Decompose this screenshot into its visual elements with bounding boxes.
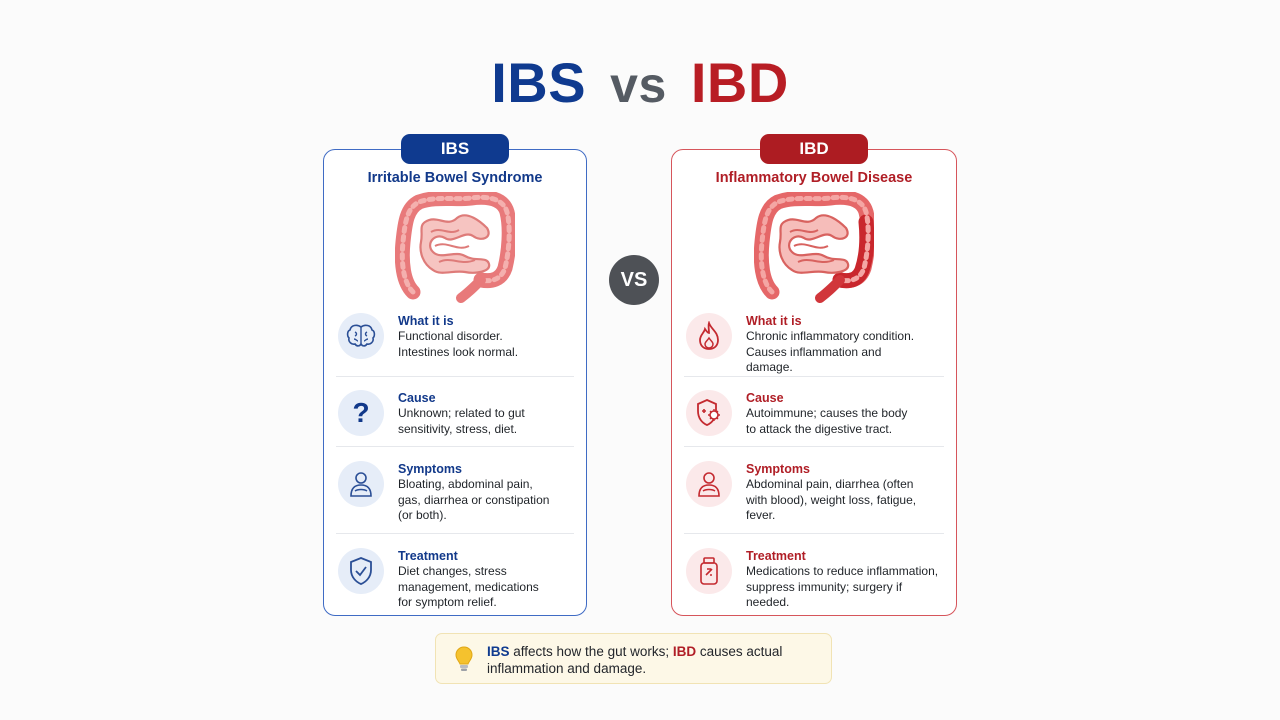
shield-check-icon <box>338 548 384 594</box>
divider <box>684 446 944 447</box>
ibs-what-label: What it is <box>398 314 454 328</box>
ibd-cause-desc: Autoimmune; causes the body to attack th… <box>746 406 908 436</box>
ibs-treatment-desc: Diet changes, stress management, medicat… <box>398 564 539 609</box>
divider <box>684 533 944 534</box>
ibd-symptoms-label: Symptoms <box>746 462 810 476</box>
shield-virus-icon <box>686 390 732 436</box>
ibd-badge: IBD <box>760 134 868 164</box>
summary-ibd: IBD <box>672 644 697 659</box>
ibd-symptoms-desc: Abdominal pain, diarrhea (often with blo… <box>746 477 917 522</box>
divider <box>336 446 574 447</box>
ibd-card: IBD Inflammatory Bowel Disease What it i… <box>671 134 957 616</box>
summary-part2: causes actual inflammation and damage. <box>487 644 783 676</box>
divider <box>684 376 944 377</box>
ibd-treatment-desc: Medications to reduce inflammation, supp… <box>746 564 939 609</box>
ibs-subtitle: Irritable Bowel Syndrome <box>367 170 543 186</box>
summary-text: IBS affects how the gut works; IBD cause… <box>487 643 819 677</box>
ibd-subtitle: Inflammatory Bowel Disease <box>715 170 913 186</box>
divider <box>336 533 574 534</box>
medicine-bottle-icon <box>686 548 732 594</box>
ibd-what-desc: Chronic inflammatory condition. Causes i… <box>746 329 915 374</box>
ibs-card: IBS Irritable Bowel Syndrome What it is … <box>323 134 587 616</box>
question-mark-icon: ? <box>338 390 384 436</box>
ibd-treatment-label: Treatment <box>746 549 806 563</box>
vs-badge: VS <box>609 255 659 305</box>
person-holding-stomach-icon <box>338 461 384 507</box>
ibs-symptoms-label: Symptoms <box>398 462 462 476</box>
summary-part1: affects how the gut works; <box>509 644 673 659</box>
ibs-treatment-label: Treatment <box>398 549 458 563</box>
ibs-symptoms-desc: Bloating, abdominal pain, gas, diarrhea … <box>398 477 550 522</box>
ibs-cause-label: Cause <box>398 391 436 405</box>
ibs-what-desc: Functional disorder. Intestines look nor… <box>398 329 519 359</box>
title-ibs: IBS <box>491 51 587 114</box>
inflamed-intestine-illustration <box>754 192 874 303</box>
intestine-illustration <box>395 192 515 303</box>
flame-icon <box>686 313 732 359</box>
person-holding-stomach-icon <box>686 461 732 507</box>
title-vs: vs <box>610 57 667 113</box>
brain-icon <box>338 313 384 359</box>
ibd-cause-label: Cause <box>746 391 784 405</box>
title-ibd: IBD <box>690 51 789 114</box>
lightbulb-icon <box>454 645 474 678</box>
ibs-badge: IBS <box>401 134 509 164</box>
summary-note: IBS affects how the gut works; IBD cause… <box>435 633 832 684</box>
summary-ibs: IBS <box>487 644 510 659</box>
ibd-what-label: What it is <box>746 314 802 328</box>
page-title: IBS vs IBD <box>0 50 1280 118</box>
ibs-cause-desc: Unknown; related to gut sensitivity, str… <box>398 406 525 436</box>
divider <box>336 376 574 377</box>
